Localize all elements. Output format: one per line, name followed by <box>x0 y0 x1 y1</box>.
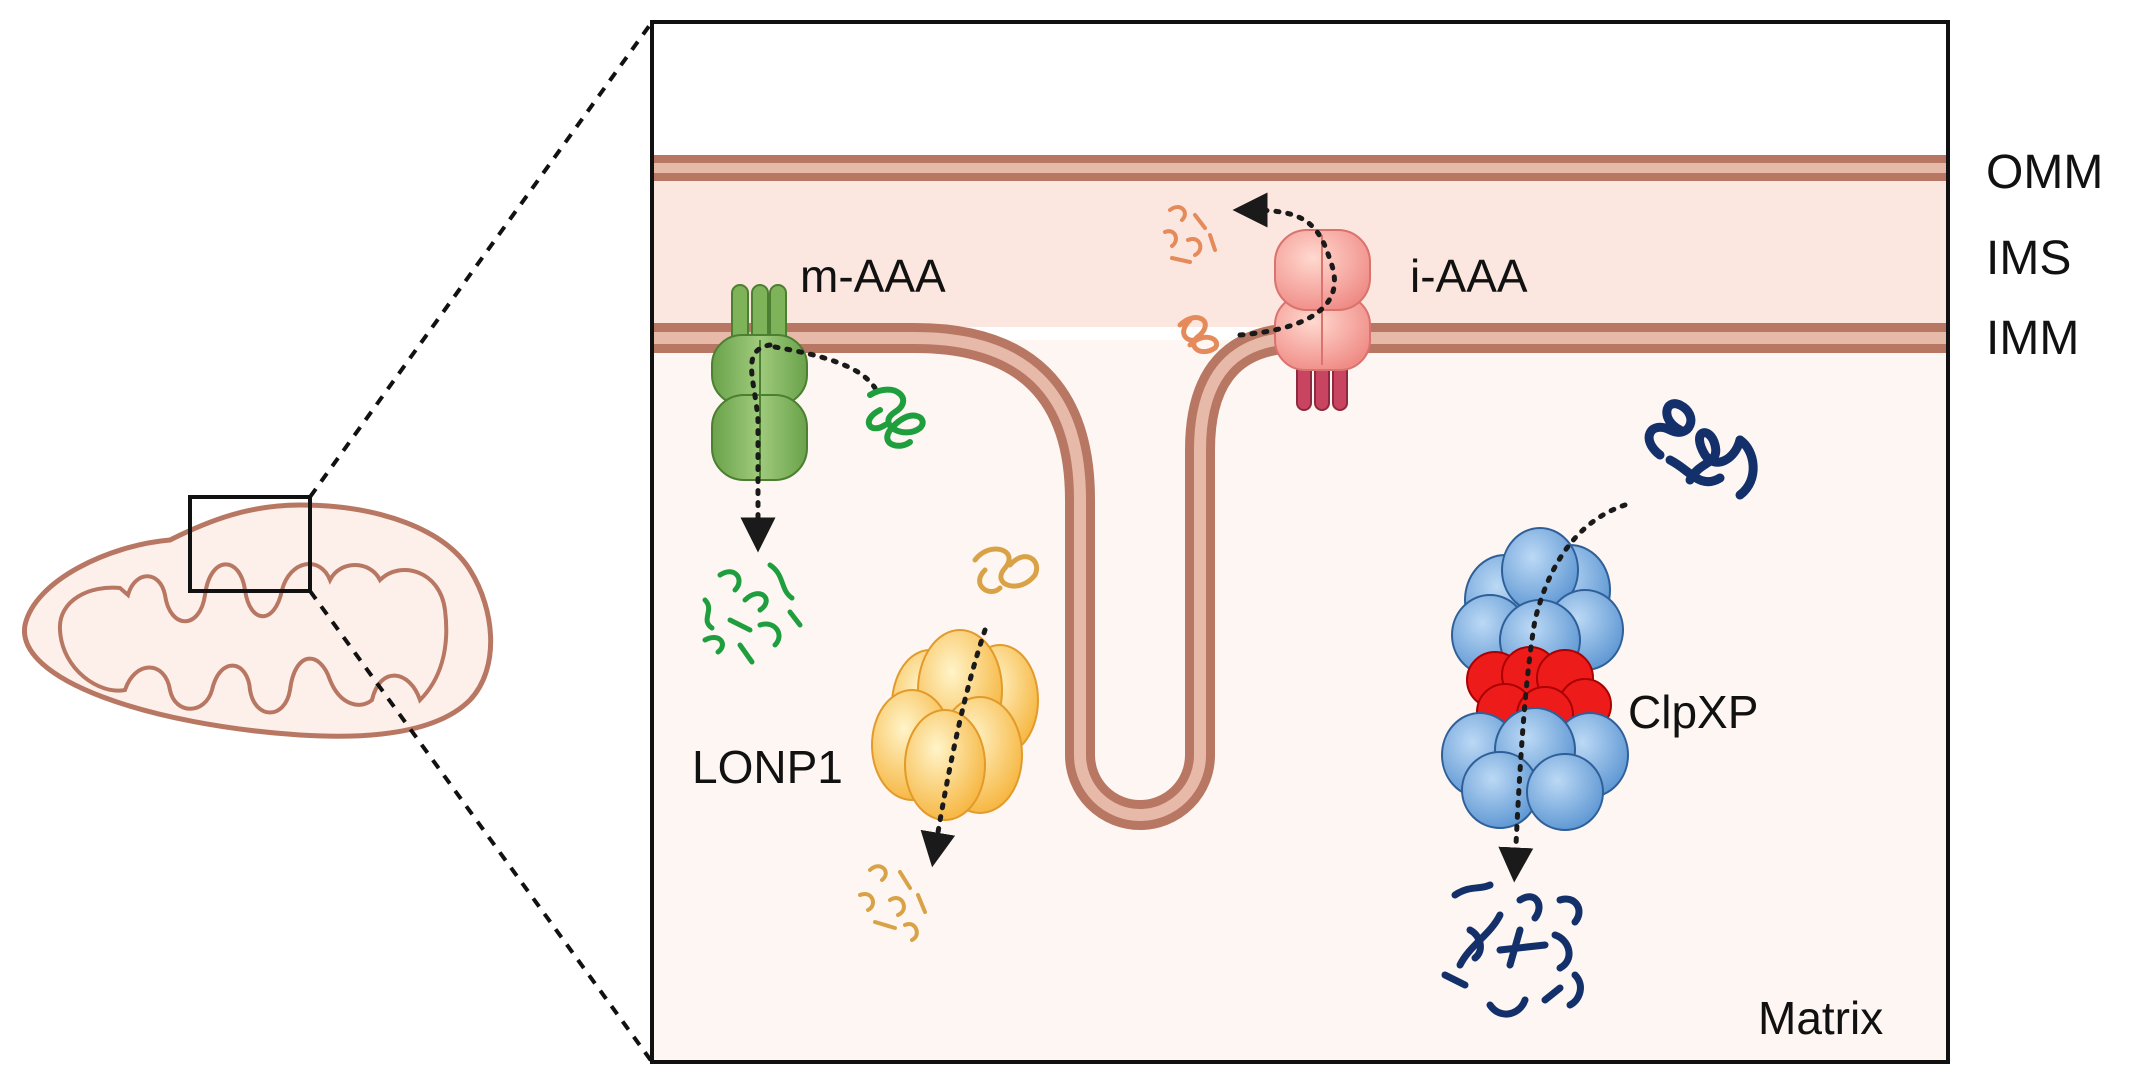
zoom-line-bottom <box>308 589 654 1064</box>
peptide-fragments-icon <box>1163 205 1217 264</box>
zoom-region-box <box>188 495 312 593</box>
outer-mitochondrial-membrane <box>652 155 1948 181</box>
substrate-protein-icon <box>1644 399 1758 500</box>
label-i-aaa: i-AAA <box>1410 250 1528 302</box>
zoom-line-top <box>308 20 654 499</box>
peptide-fragments-icon <box>702 562 803 665</box>
peptide-fragments-icon <box>1441 881 1584 1018</box>
substrate-protein-icon <box>865 386 926 449</box>
label-m-aaa: m-AAA <box>800 250 946 302</box>
label-matrix: Matrix <box>1758 992 1883 1044</box>
label-lonp1: LONP1 <box>692 741 843 793</box>
i-aaa-protease-icon <box>1274 229 1371 411</box>
label-imm: IMM <box>1986 312 2079 365</box>
mitochondrion-icon <box>22 502 494 739</box>
substrate-protein-icon <box>972 546 1040 594</box>
inner-mitochondrial-membrane <box>652 323 1948 830</box>
lonp1-arrow <box>920 627 988 868</box>
label-clpxp: ClpXP <box>1628 686 1758 738</box>
clpxp-arrow <box>1498 502 1628 883</box>
label-ims: IMS <box>1986 232 2071 285</box>
substrate-protein-icon <box>1177 315 1220 355</box>
peptide-fragments-icon <box>858 864 927 942</box>
zoom-panel <box>652 22 1948 1062</box>
m-aaa-arrow <box>740 342 776 553</box>
m-aaa-protease-icon <box>711 284 808 481</box>
i-aaa-arrow <box>1232 192 1337 338</box>
label-omm: OMM <box>1986 146 2103 199</box>
m-aaa-substrate-path <box>772 344 878 391</box>
zoom-panel-border <box>650 20 1950 1064</box>
